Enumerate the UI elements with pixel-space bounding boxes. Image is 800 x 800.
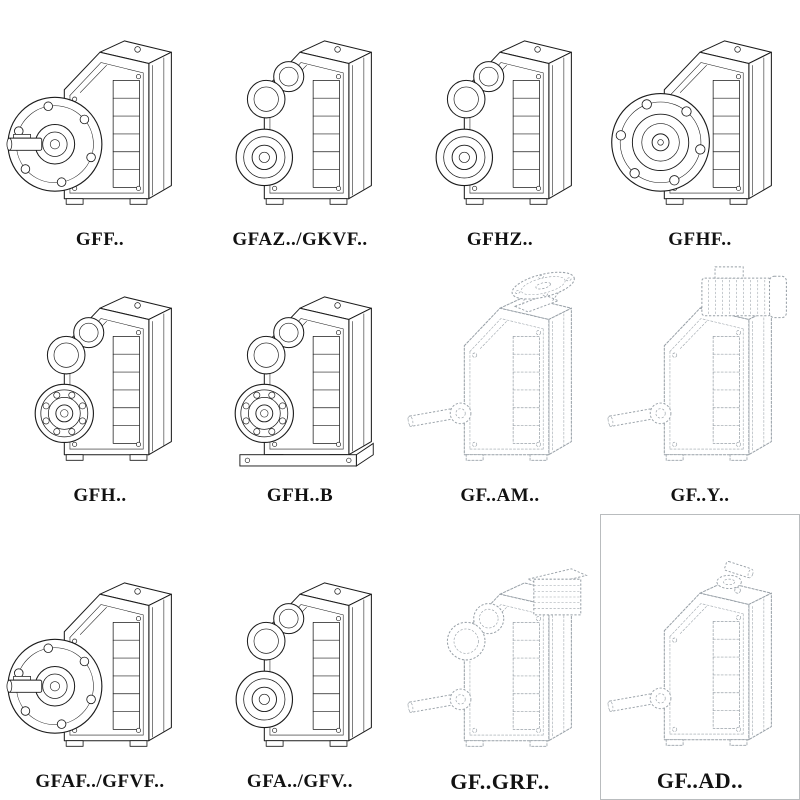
catalog-cell-gfh: GFH..: [0, 258, 200, 514]
catalog-cell-gfhz: GFHZ..: [400, 0, 600, 258]
catalog-cell-gfa-gfv: GFA../GFV..: [200, 514, 400, 800]
gearbox-drawing-output-flange-with-shaft: [6, 40, 172, 205]
model-label: GF..AM..: [460, 485, 540, 506]
model-label: GFH..B: [266, 485, 334, 506]
catalog-cell-gfaf-gfvf: GFAF../GFVF..: [0, 514, 200, 800]
model-label: GFHZ..: [466, 229, 534, 250]
gearbox-drawing-output-flange-with-shaft: [6, 582, 172, 747]
model-label: GFHF..: [668, 229, 732, 250]
model-label: GFAF../GFVF..: [35, 771, 165, 792]
catalog-cell-gf-ad: GF..AD..: [600, 514, 800, 800]
gearbox-drawing-bearing-face: [34, 296, 172, 461]
catalog-cell-gfh-b: GFH..B: [200, 258, 400, 514]
catalog-cell-gf-y: GF..Y..: [600, 258, 800, 514]
model-label: GFA../GFV..: [246, 771, 354, 792]
gearbox-drawing-hollow-shaft-bores: [435, 40, 572, 205]
catalog-cell-gfaz-gkvf: GFAZ../GKVF..: [200, 0, 400, 258]
catalog-cell-gff: GFF..: [0, 0, 200, 258]
gearbox-drawing-hollow-shaft-bores: [235, 40, 372, 205]
gearbox-drawing-motor-adapter-top-flange: [406, 266, 578, 461]
gearbox-drawing-hollow-shaft-bores: [235, 582, 372, 747]
catalog-cell-gf-grf: GF..GRF..: [400, 514, 600, 800]
model-label: GFH..: [73, 485, 127, 506]
catalog-cell-gf-am: GF..AM..: [400, 258, 600, 514]
gearbox-drawing-top-input-shaft-adapter: [606, 560, 772, 746]
model-label: GF..GRF..: [450, 769, 550, 794]
model-label: GF..Y..: [670, 485, 730, 506]
model-label: GFAZ../GKVF..: [232, 229, 368, 250]
model-label: GFF..: [75, 229, 125, 250]
gearbox-drawing-output-flange-face: [611, 40, 772, 205]
model-label: GF..AD..: [656, 768, 744, 793]
gearbox-drawing-with-terminal-box: [406, 568, 587, 747]
gearbox-drawing-with-mounted-motor: [606, 266, 787, 461]
gearbox-drawing-bearing-face-foot-mounted: [234, 296, 374, 467]
catalog-cell-gfhf: GFHF..: [600, 0, 800, 258]
